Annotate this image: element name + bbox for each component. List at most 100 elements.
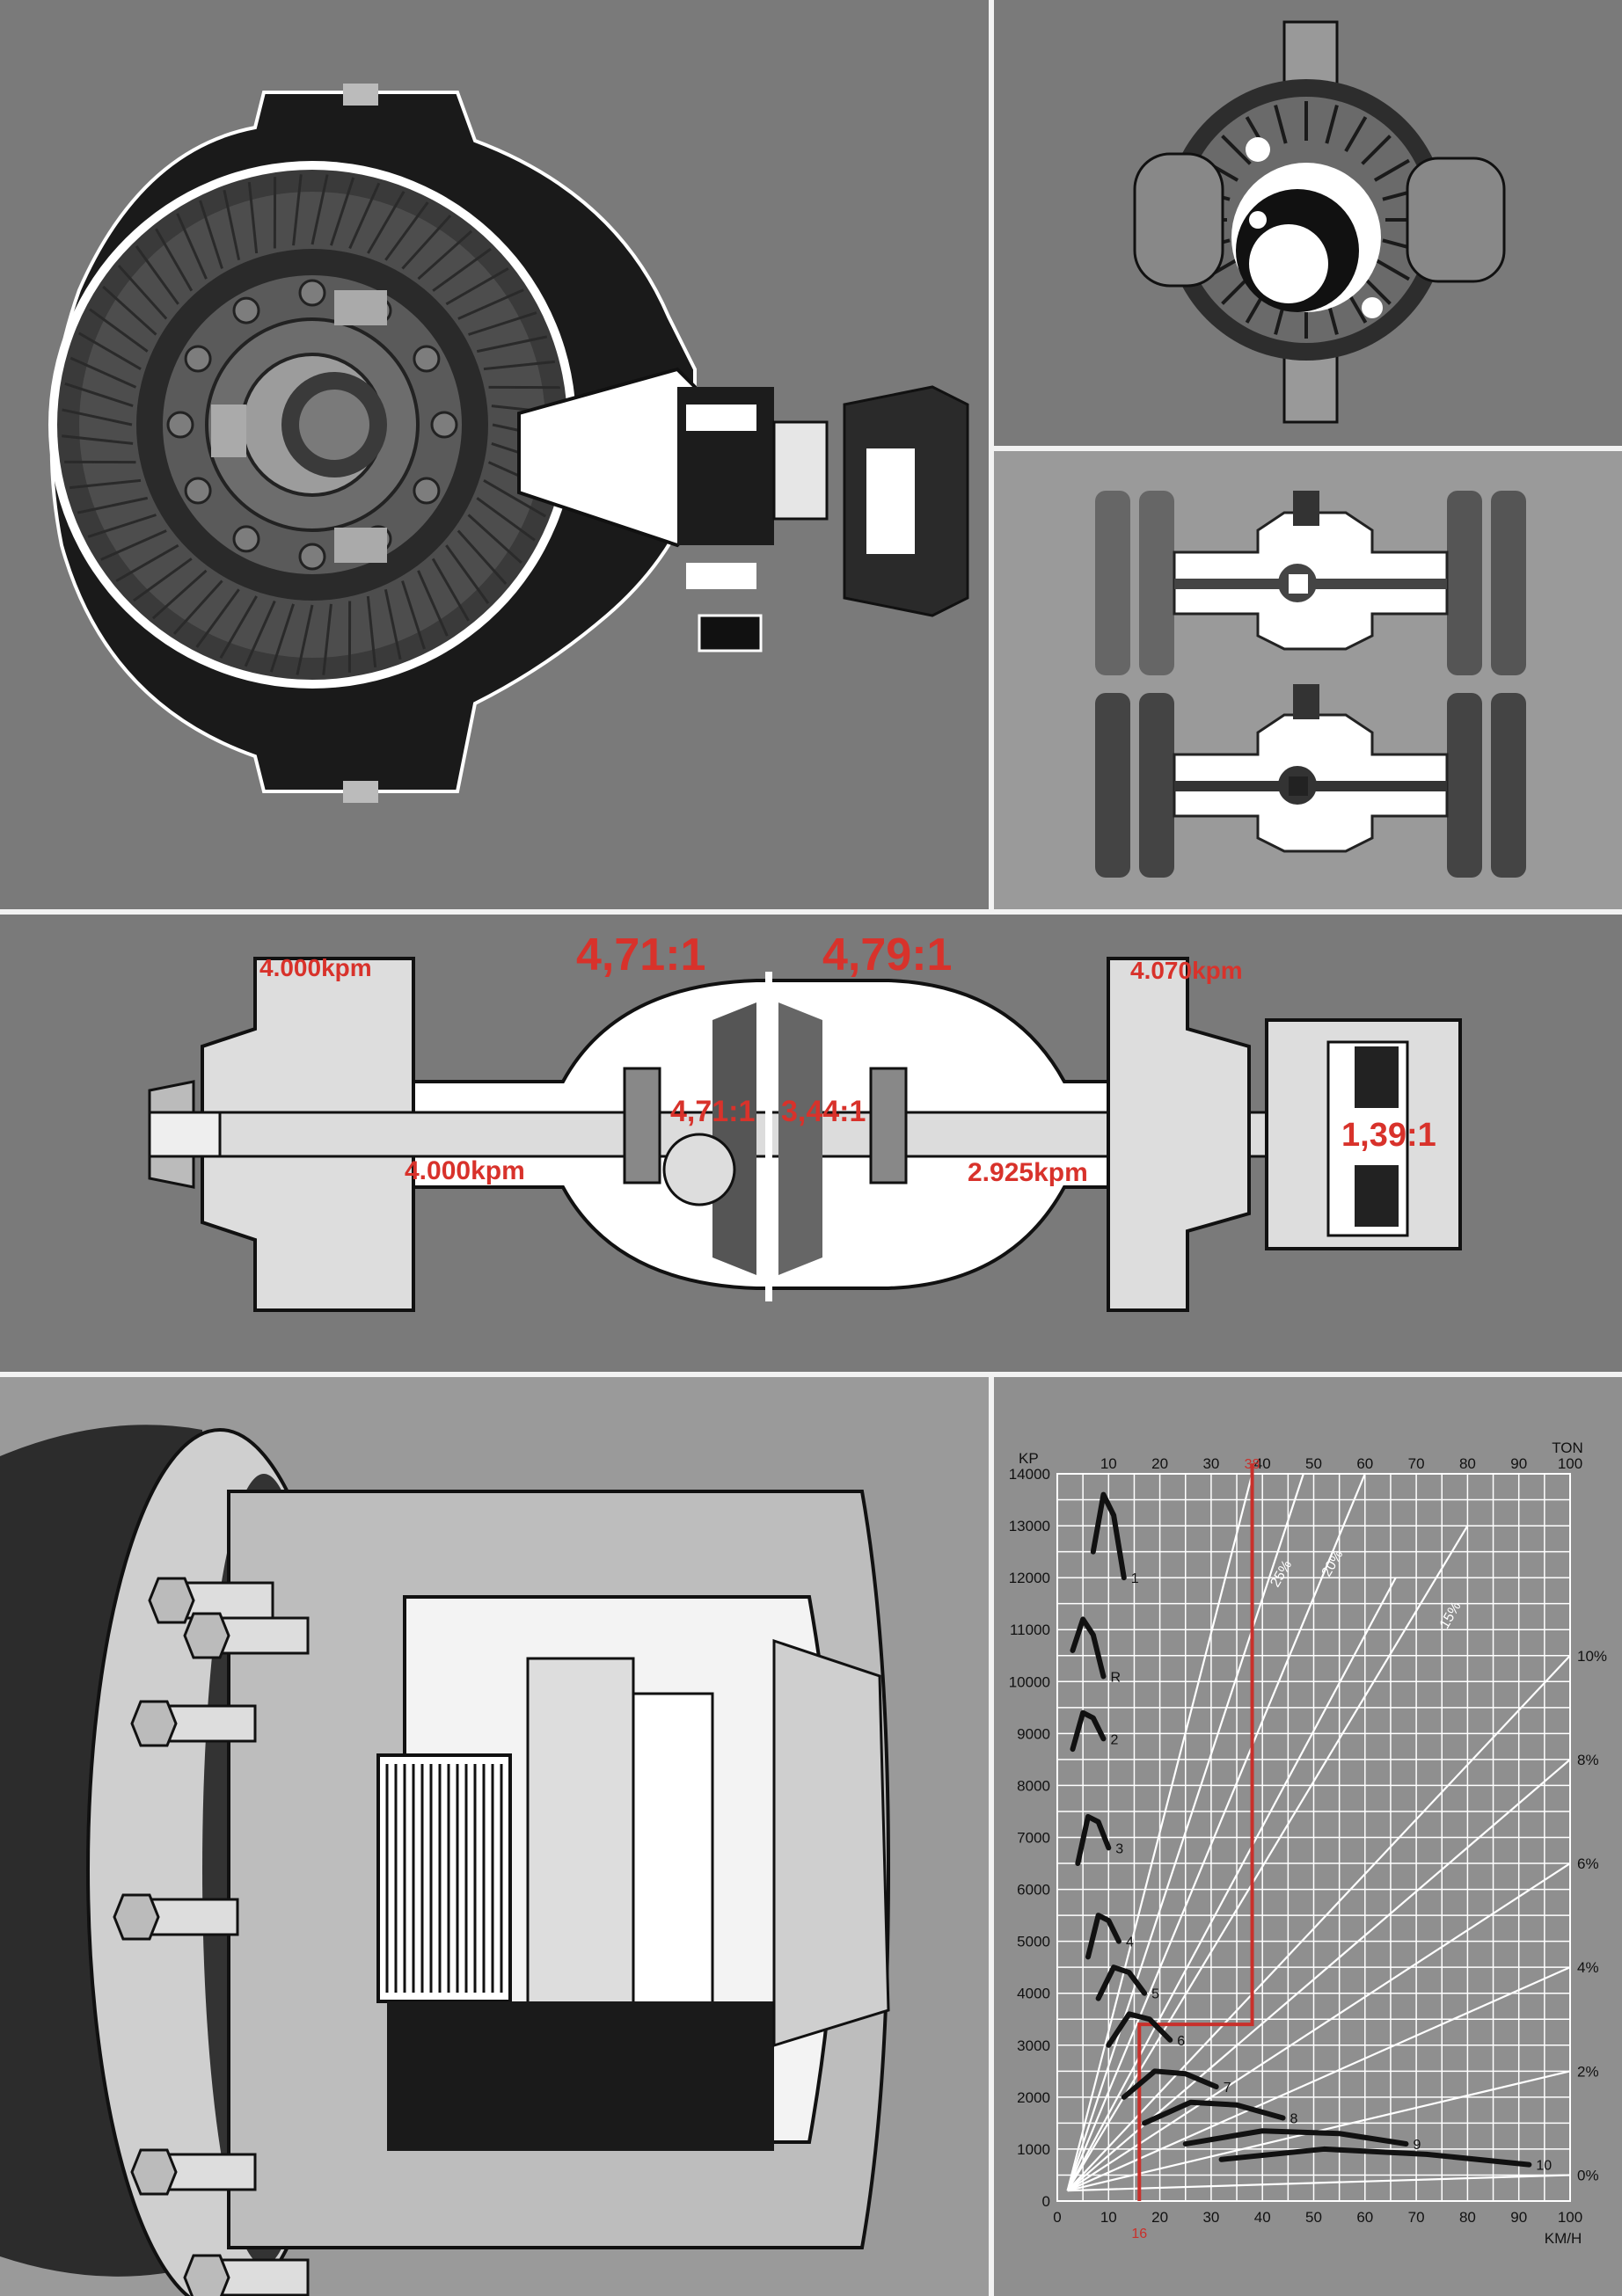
- stud-nut: [130, 2148, 178, 2196]
- right-shaft-torque-label: 2.925kpm: [968, 1158, 1088, 1187]
- right-big-ratio-label: 4,79:1: [822, 929, 953, 980]
- y-tick-label: 12000: [1009, 1570, 1050, 1586]
- gear-label: 8: [1290, 2111, 1298, 2126]
- top-tick-label: 80: [1459, 1455, 1476, 1472]
- grade-label: 8%: [1577, 1752, 1599, 1768]
- ring-gear-tooth: [69, 356, 137, 389]
- ring-gear-tooth: [457, 288, 524, 320]
- grade-label: 10%: [1577, 1648, 1607, 1665]
- x-tick-label: 10: [1100, 2209, 1117, 2226]
- ring-gear-tooth: [117, 264, 168, 320]
- y-tick-label: 13000: [1009, 1518, 1050, 1534]
- bolt-head: [232, 296, 260, 324]
- top-tick-label: 10: [1100, 1455, 1117, 1472]
- ring-gear-tooth: [348, 182, 381, 250]
- y-tick-label: 4000: [1017, 1986, 1050, 2002]
- y-tick-label: 14000: [1009, 1466, 1050, 1483]
- ring-gear-tooth: [244, 600, 276, 667]
- x-tick-label: 80: [1459, 2209, 1476, 2226]
- bolt-head: [184, 345, 212, 373]
- gear-curve: [1106, 2011, 1173, 2048]
- ring-gear-tooth: [311, 174, 329, 245]
- x-tick-label: 60: [1356, 2209, 1373, 2226]
- y-unit-label: KP: [1019, 1450, 1039, 1467]
- y-tick-label: 1000: [1017, 2141, 1050, 2158]
- gear-curve: [1090, 1491, 1127, 1581]
- axle-cross-section-panel: 4.000kpm 4,71:1 4,79:1 4.070kpm 4,71:1 3…: [0, 915, 1622, 1372]
- gear-label: 3: [1115, 1841, 1123, 1856]
- ring-gear-tooth: [417, 570, 449, 637]
- ring-gear-tooth: [330, 177, 355, 246]
- gear-curve: [1142, 2099, 1286, 2126]
- ring-gear-tooth: [384, 201, 429, 261]
- ring-gear-tooth: [467, 514, 522, 565]
- x-tick-label: 0: [1053, 2209, 1061, 2226]
- stud-nut: [113, 1893, 160, 1941]
- gear-curve: [1095, 1964, 1148, 2001]
- y-tick-label: 7000: [1017, 1830, 1050, 1847]
- x-tick-label: 70: [1408, 2209, 1425, 2226]
- ring-gear-tooth: [457, 529, 508, 586]
- grade-line: [1066, 1473, 1253, 2191]
- top-tick-label: 50: [1305, 1455, 1322, 1472]
- ring-gear-tooth: [89, 308, 149, 353]
- y-tick-label: 11000: [1010, 1622, 1050, 1638]
- gear-curve: [1218, 2146, 1532, 2168]
- grade-label: 2%: [1577, 2063, 1599, 2080]
- ring-gear-tooth: [401, 215, 452, 270]
- ring-gear-tooth: [77, 332, 142, 370]
- bolt-head: [413, 345, 441, 373]
- gear-label: 1: [1131, 1571, 1139, 1586]
- hub-reduction-illustration: [0, 1425, 891, 2296]
- spider-gear-tooth: [1325, 105, 1339, 144]
- ring-gear-tooth: [432, 247, 492, 292]
- bottom-red-marker: 16: [1131, 2227, 1147, 2241]
- ring-gear-tooth: [468, 311, 537, 336]
- gear-label: 2: [1110, 1732, 1118, 1747]
- ring-gear-tooth: [269, 603, 295, 673]
- y-tick-label: 8000: [1017, 1777, 1050, 1794]
- stud-nut: [183, 1612, 230, 1659]
- gear-curve: [1075, 1813, 1112, 1867]
- left-top-torque-label: 4.000kpm: [259, 954, 372, 981]
- grade-line: [1066, 1577, 1397, 2191]
- ring-gear-tooth: [476, 497, 536, 542]
- y-tick-label: 0: [1042, 2193, 1050, 2210]
- ring-gear-tooth: [322, 603, 332, 675]
- ring-gear-tooth: [401, 580, 426, 650]
- ring-gear-tooth: [223, 189, 241, 261]
- x-tick-label: 90: [1510, 2209, 1527, 2226]
- ring-gear-tooth: [367, 190, 406, 254]
- ring-gear-tooth: [77, 496, 149, 514]
- bolt-head: [430, 411, 458, 439]
- ring-gear-tooth: [135, 245, 179, 305]
- grade-line: [1067, 2174, 1571, 2192]
- top-tick-label: 40: [1254, 1455, 1271, 1472]
- spider-gear-tooth: [1361, 135, 1392, 165]
- ring-gear-tooth: [87, 514, 157, 538]
- bolt-head: [184, 477, 212, 505]
- grade-line: [1066, 1525, 1469, 2191]
- stud-nut: [130, 1700, 178, 1747]
- gear-curve: [1085, 1913, 1122, 1960]
- bolt-head: [232, 525, 260, 553]
- gear-label: 4: [1126, 1935, 1134, 1950]
- ring-gear-tooth: [483, 360, 555, 371]
- ring-gear-tooth: [247, 182, 259, 254]
- bolt-head: [298, 279, 326, 307]
- axle-schematic-panel: [994, 451, 1622, 909]
- gear-label: 6: [1177, 2034, 1185, 2049]
- inner-right-ratio-label: 3,44:1: [781, 1095, 866, 1128]
- ring-gear-tooth: [292, 174, 303, 246]
- ring-gear-tooth: [69, 478, 142, 490]
- bolt-head: [298, 543, 326, 571]
- y-tick-label: 6000: [1017, 1882, 1050, 1899]
- ring-gear-tooth: [384, 588, 402, 660]
- grade-line: [1066, 1654, 1571, 2191]
- gear-label: 7: [1224, 2081, 1231, 2096]
- x-tick-label: 30: [1202, 2209, 1219, 2226]
- bolt-head: [413, 477, 441, 505]
- ring-gear-tooth: [172, 579, 223, 635]
- right-top-torque-label: 4.070kpm: [1130, 957, 1243, 984]
- y-tick-label: 3000: [1017, 2037, 1050, 2054]
